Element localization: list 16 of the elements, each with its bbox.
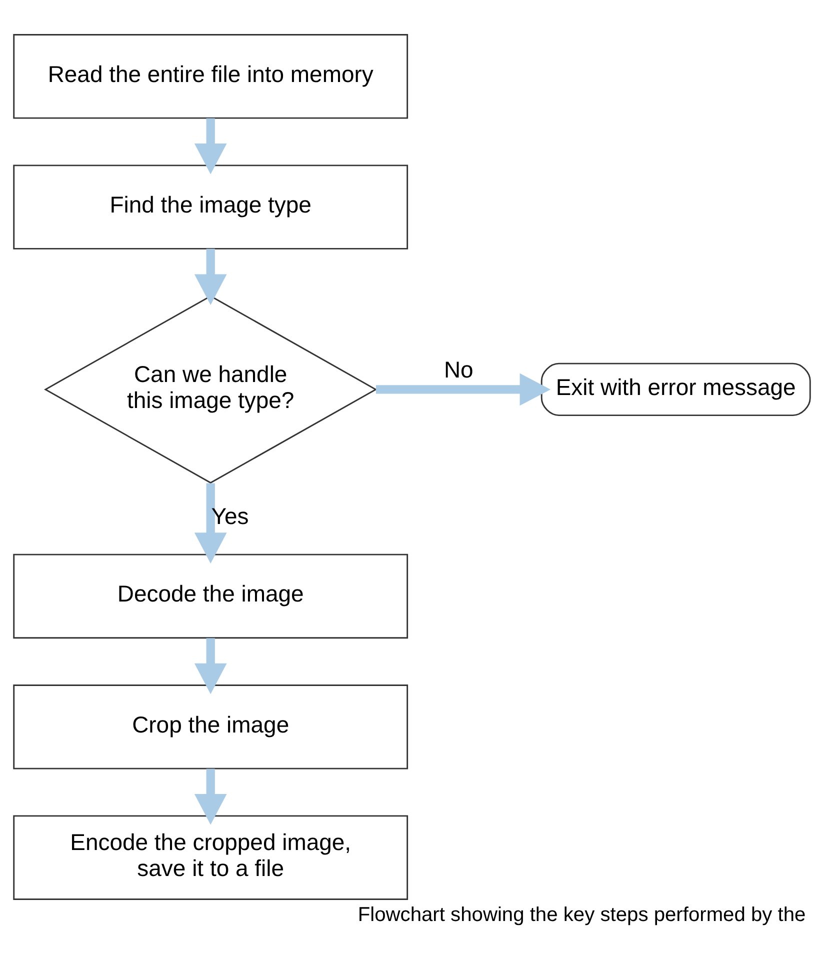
edge-label: No bbox=[444, 356, 474, 383]
node-box: Decode the image bbox=[13, 554, 408, 639]
arrow bbox=[194, 768, 227, 825]
arrow bbox=[194, 248, 227, 306]
arrow bbox=[376, 373, 551, 406]
edge-label: Yes bbox=[211, 503, 249, 530]
arrow bbox=[194, 118, 227, 174]
caption: Flowchart showing the key steps performed by the bbox=[358, 904, 806, 926]
arrow bbox=[194, 638, 227, 694]
node-box: Crop the image bbox=[13, 684, 408, 770]
node-box: Find the image type bbox=[13, 164, 408, 250]
node-box: Encode the cropped image, save it to a file bbox=[13, 815, 408, 900]
node-box: Read the entire file into memory bbox=[13, 34, 408, 119]
node-box: Exit with error message bbox=[540, 362, 811, 416]
arrow bbox=[194, 483, 227, 564]
node-diamond: Can we handle this image type? bbox=[44, 295, 378, 484]
